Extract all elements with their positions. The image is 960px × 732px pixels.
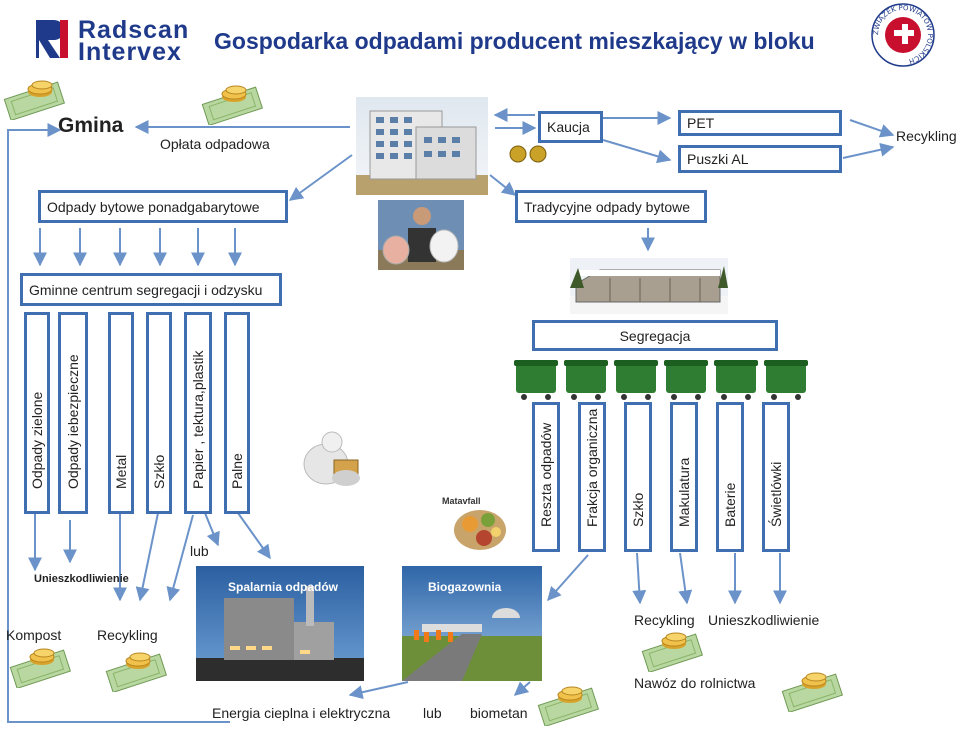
right-bin-szklo: Szkło — [624, 402, 652, 552]
matavfall-label: Matavfall — [442, 496, 481, 506]
oplata-label: Opłata odpadowa — [160, 136, 270, 152]
energia-label: Energia cieplna i elektryczna — [212, 705, 391, 721]
biometan-label: biometan — [470, 705, 528, 721]
right-bin-baterie: Baterie — [716, 402, 744, 552]
nawoz-label: Nawóz do rolnictwa — [634, 675, 756, 691]
right-bin-label: Frakcja organiczna — [584, 408, 600, 527]
left-bin-metal: Metal — [108, 312, 134, 514]
spalarnia-label: Spalarnia odpadów — [228, 580, 339, 594]
tradycyjne-box: Tradycyjne odpady bytowe — [515, 190, 707, 223]
left-bin-label: Szkło — [151, 454, 167, 489]
left-bin-label: Papier , tektura,plastik — [190, 350, 206, 489]
left-bin-odpady-niebezpieczne: Odpady iebezpieczne — [58, 312, 88, 514]
recykling-top-label: Recykling — [896, 128, 957, 144]
right-bin-label: Reszta odpadów — [538, 422, 554, 527]
garbage-bags-photo — [296, 420, 366, 490]
left-bin-label: Palne — [229, 453, 245, 489]
bin-icon — [514, 360, 558, 400]
coins-icon — [508, 144, 548, 169]
lub-bottom-label: lub — [423, 705, 442, 721]
right-bin-label: Świetlówki — [768, 461, 784, 527]
left-bin-papier: Papier , tektura,plastik — [184, 312, 212, 514]
kompost-label: Kompost — [6, 627, 62, 643]
segregation-shed-photo — [570, 258, 728, 314]
association-seal: ZWIĄZEK POWIATÓW POLSKICH — [870, 2, 936, 68]
left-bin-label: Odpady iebezpieczne — [65, 354, 81, 489]
recykling-right-label: Recykling — [634, 612, 695, 628]
kaucja-label: Kaucja — [547, 119, 590, 135]
ponadgabarytowe-box: Odpady bytowe ponadgabarytowe — [38, 190, 288, 223]
pet-label: PET — [687, 115, 715, 131]
page-title: Gospodarka odpadami producent mieszkając… — [214, 28, 815, 54]
biogazownia-label: Biogazownia — [428, 580, 502, 594]
food-waste-photo: Matavfall — [440, 486, 512, 556]
ponadgabarytowe-label: Odpady bytowe ponadgabarytowe — [47, 198, 260, 215]
recykling-left-label: Recykling — [97, 627, 158, 643]
money-icon — [104, 652, 170, 697]
right-bin-label: Baterie — [722, 482, 738, 527]
centrum-box: Gminne centrum segregacji i odzysku — [20, 273, 282, 306]
segregacja-box: Segregacja — [532, 320, 778, 351]
centrum-label: Gminne centrum segregacji i odzysku — [29, 281, 263, 298]
right-bin-label: Makulatura — [676, 457, 692, 527]
left-bin-szklo: Szkło — [146, 312, 172, 514]
money-icon — [640, 632, 706, 677]
money-icon — [8, 648, 74, 693]
right-bin-label: Szkło — [630, 492, 646, 527]
money-icon — [780, 672, 846, 717]
right-bin-reszta: Reszta odpadów — [532, 402, 560, 552]
green-bins-row — [512, 357, 810, 401]
right-bin-makulatura: Makulatura — [670, 402, 698, 552]
lub-label: lub — [190, 543, 209, 559]
logo-line1: Radscan — [78, 16, 190, 44]
seal-icon: ZWIĄZEK POWIATÓW POLSKICH — [871, 3, 935, 67]
unieszkodliwienie-right-label: Unieszkodliwienie — [708, 612, 820, 628]
logo-line2: Intervex — [78, 38, 182, 66]
unieszkodliwienie-left-label: Unieszkodliwienie — [34, 573, 129, 585]
biogas-plant-photo: Biogazownia — [402, 566, 542, 681]
apartment-building-photo — [356, 97, 488, 195]
incinerator-photo: Spalarnia odpadów — [196, 566, 364, 681]
gmina-label: Gmina — [58, 114, 124, 137]
pet-box: PET — [678, 110, 842, 136]
right-bin-swietlowki: Świetlówki — [762, 402, 790, 552]
left-bin-label: Metal — [113, 454, 129, 489]
left-bin-label: Odpady zielone — [29, 391, 45, 489]
tradycyjne-label: Tradycyjne odpady bytowe — [524, 198, 691, 215]
person-with-bags-photo — [378, 200, 464, 270]
puszki-box: Puszki AL — [678, 145, 842, 173]
money-icon — [200, 85, 266, 130]
left-bin-palne: Palne — [224, 312, 250, 514]
right-bin-frakcja: Frakcja organiczna — [578, 402, 606, 552]
radscan-logo: Radscan Intervex — [34, 16, 214, 66]
money-icon — [536, 686, 602, 731]
logo-mark-icon — [36, 20, 68, 58]
kaucja-box: Kaucja — [538, 111, 603, 143]
puszki-label: Puszki AL — [687, 151, 749, 167]
money-icon — [2, 80, 68, 125]
segregacja-label: Segregacja — [619, 327, 691, 344]
left-bin-odpady-zielone: Odpady zielone — [24, 312, 50, 514]
